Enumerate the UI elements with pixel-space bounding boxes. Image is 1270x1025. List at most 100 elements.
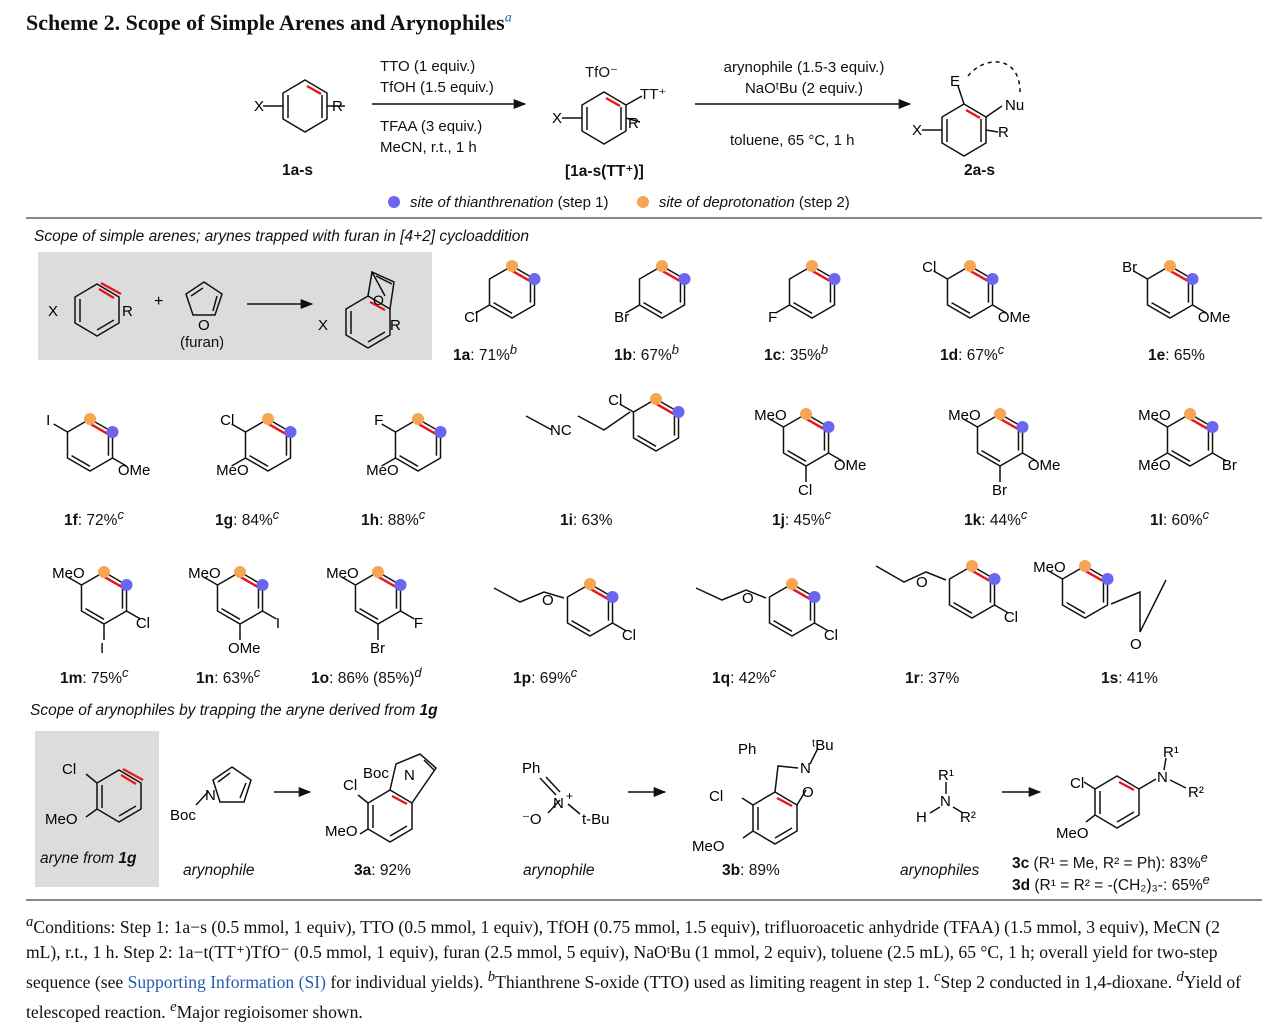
- deprotonation-site-dot: [966, 560, 978, 572]
- side-chain: [577, 411, 631, 431]
- thianthrenation-site-dot: [394, 579, 407, 591]
- amine-r2: R²: [960, 809, 976, 826]
- deprotonation-site-dot: [650, 393, 662, 405]
- aryne-1g-label-bold: 1g: [118, 850, 137, 867]
- id-1o: 1o: [311, 670, 330, 688]
- structure-1p: Cl: [566, 578, 636, 644]
- deprotonation-site-dot: [262, 413, 274, 425]
- amine-structure: [929, 782, 964, 814]
- nitrone-ph: Ph: [522, 760, 540, 777]
- product-structure: [922, 61, 1021, 157]
- step1-tto: TTO (1 equiv.): [380, 58, 476, 75]
- orange-dot-icon: [636, 196, 649, 208]
- thianthrenation-site-dot: [808, 591, 821, 603]
- nitrone-structure: [539, 776, 581, 815]
- arynophiles-label: arynophiles: [900, 862, 980, 879]
- amine-n: N: [940, 793, 951, 810]
- furan-label: (furan): [180, 334, 225, 351]
- intermediate-tfo: TfO⁻: [585, 64, 618, 81]
- yield-1c: : 35%: [781, 347, 821, 365]
- thianthrenation-site-dot: [606, 591, 619, 603]
- arynophile-label-1: arynophile: [183, 862, 255, 879]
- id-1d: 1d: [940, 347, 959, 365]
- yield-3b: : 89%: [740, 862, 780, 879]
- label-3c: 3c (R¹ = Me, R² = Ph): 83%e: [1012, 850, 1208, 873]
- nitrone-n: N: [553, 795, 564, 812]
- id-1g: 1g: [215, 512, 234, 530]
- yield-1h: : 88%: [379, 512, 419, 530]
- id-1i: 1i: [560, 512, 573, 530]
- amine-h: H: [916, 809, 927, 826]
- side-chain: [1110, 579, 1167, 633]
- yield-1m: : 75%: [82, 670, 123, 688]
- id-1h: 1h: [361, 512, 380, 530]
- substituent-label: I: [100, 640, 104, 657]
- id-1m: 1m: [60, 670, 83, 688]
- intermediate-tt: TT⁺: [640, 86, 667, 103]
- substituent-label: MeO: [754, 407, 787, 424]
- label-1g: 1g: 84%c: [215, 507, 279, 530]
- plus-sign: +: [154, 293, 163, 310]
- side-chain: [493, 587, 565, 603]
- deprotonation-site-dot: [412, 413, 424, 425]
- sup-1q: c: [769, 665, 777, 680]
- id-1r: 1r: [905, 670, 920, 688]
- product-3b-o: O: [802, 784, 814, 801]
- x-substituent-label: X: [254, 98, 264, 115]
- heteroatom-label: O: [1130, 636, 1142, 653]
- legend-orange: site of deprotonation: [658, 194, 795, 211]
- label-1r: 1r: 37%: [905, 665, 959, 688]
- label-3b: 3b: 89%: [722, 862, 780, 880]
- deprotonation-site-dot: [786, 578, 798, 590]
- substituent-label: Cl: [798, 482, 812, 499]
- substituent-label: Br: [992, 482, 1007, 499]
- structure-1a: Cl: [464, 260, 541, 326]
- r-label-3: R: [998, 124, 1009, 141]
- id-3b: 3b: [722, 862, 741, 879]
- substituent-label: OMe: [998, 309, 1031, 326]
- heteroatom-label: O: [916, 574, 928, 591]
- deprotonation-site-dot: [506, 260, 518, 272]
- deprotonation-site-dot: [234, 566, 246, 578]
- id-3a: 3a: [354, 862, 372, 879]
- thianthrenation-site-dot: [1186, 273, 1199, 285]
- product-label: 2a-s: [964, 162, 996, 179]
- label-1f: 1f: 72%c: [64, 507, 124, 530]
- aryne-1g-cl: Cl: [62, 761, 76, 778]
- substituent-label: Br: [614, 309, 629, 326]
- id-1c: 1c: [764, 347, 782, 365]
- section2-heading: Scope of arynophiles by trapping the ary…: [30, 702, 438, 720]
- intermediate-label: [1a-s(TT⁺)]: [565, 163, 644, 180]
- product-3b-meo: MeO: [692, 838, 725, 855]
- side-chain: [695, 587, 767, 601]
- id-3c: 3c: [1012, 855, 1030, 873]
- substituent-label: OMe: [228, 640, 261, 657]
- supporting-information-link[interactable]: Supporting Information (SI): [127, 971, 326, 992]
- thianthrenation-site-dot: [106, 426, 119, 438]
- label-1i: 1i: 63%: [560, 507, 613, 530]
- yield-1q: : 42%: [730, 670, 770, 688]
- blue-dot-icon: [388, 196, 400, 208]
- footnote-a-tail: for individual yields).: [326, 971, 488, 992]
- yield-1i: : 63%: [572, 512, 613, 530]
- furan-o: O: [198, 317, 210, 334]
- thianthrenation-site-dot: [822, 421, 835, 433]
- aryne-1g-meo: MeO: [45, 811, 78, 828]
- step1-solvent: MeCN, r.t., 1 h: [380, 139, 477, 156]
- furan-structure: [185, 281, 223, 316]
- product-3a-structure: [357, 753, 437, 843]
- yield-1o: : 86% (85%): [329, 670, 415, 688]
- footnote-d-text: Yield of telescoped reaction.: [26, 971, 1242, 1022]
- r-label-2: R: [628, 115, 639, 132]
- product-3b-structure: [741, 747, 819, 845]
- step1-conditions-2: TFAA (3 equiv.) MeCN, r.t., 1 h: [380, 116, 482, 158]
- yield-1n: : 63%: [214, 670, 254, 688]
- deprotonation-site-dot: [84, 413, 96, 425]
- text-3c: (R¹ = Me, R² = Ph): 83%: [1029, 855, 1201, 873]
- thianthrenation-site-dot: [256, 579, 269, 591]
- substituent-label: MeO: [1033, 559, 1066, 576]
- label-1n: 1n: 63%c: [196, 665, 260, 688]
